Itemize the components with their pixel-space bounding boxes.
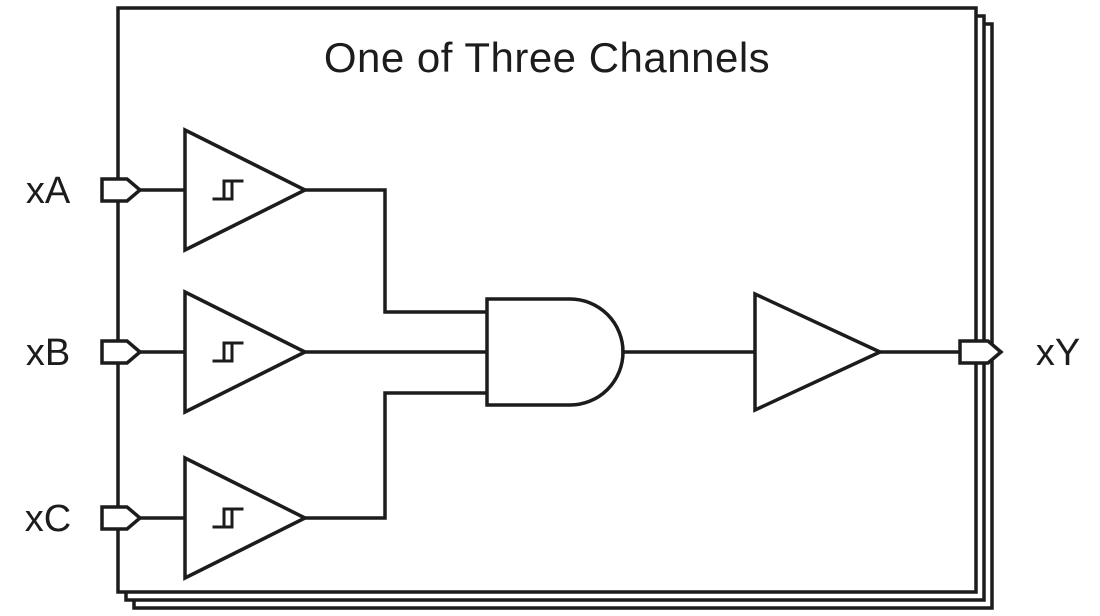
buffer-icon (753, 291, 885, 413)
wire-c-to-and (303, 391, 489, 520)
hysteresis-icon (212, 341, 244, 363)
routing-wires (303, 188, 489, 520)
schmitt-buffer-icon (183, 289, 309, 415)
schmitt-buffer-icon (183, 455, 309, 581)
and-gate-icon (485, 297, 625, 407)
output-label-xy: xY (1036, 332, 1080, 374)
input-pin-icon (100, 505, 143, 531)
input-channel-a: xA (26, 127, 309, 253)
output-pin-icon (958, 339, 1004, 365)
hysteresis-icon (212, 179, 244, 201)
wire-a-to-and (303, 188, 489, 314)
input-pin-icon (100, 177, 143, 203)
diagram-title: One of Three Channels (324, 34, 770, 81)
output-stage: xY (621, 291, 1080, 413)
input-pin-icon (100, 339, 143, 365)
hysteresis-icon (212, 507, 244, 529)
input-channel-b: xB (26, 289, 309, 415)
input-label-xa: xA (26, 170, 71, 212)
input-label-xc: xC (25, 498, 71, 540)
schmitt-buffer-icon (183, 127, 309, 253)
input-channel-c: xC (25, 455, 309, 581)
input-label-xb: xB (26, 332, 70, 374)
